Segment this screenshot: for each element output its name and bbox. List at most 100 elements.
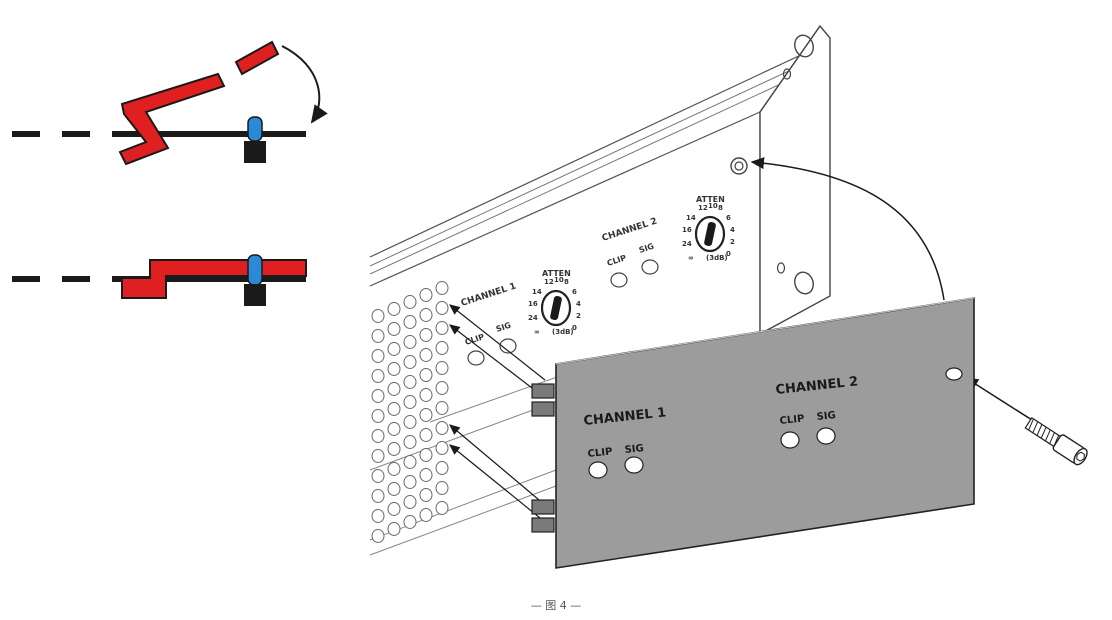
plate-channel-2-clip-label: CLIP xyxy=(779,413,805,427)
latch-open-icon xyxy=(12,40,328,166)
channel-2-tick-label: 14 xyxy=(686,214,696,222)
vent-hole xyxy=(419,428,433,442)
vent-hole xyxy=(419,348,433,362)
vent-hole xyxy=(403,375,417,389)
channel-2-tick-label: 8 xyxy=(718,204,723,212)
screw-thread-line xyxy=(1028,418,1034,431)
channel-2-knob-indicator xyxy=(704,221,716,247)
vent-hole xyxy=(371,509,385,523)
channel-1-tick-label: 8 xyxy=(564,278,569,286)
vent-hole xyxy=(435,421,449,435)
channel-2-tick-label: 24 xyxy=(682,240,692,248)
vent-hole xyxy=(371,389,385,403)
channel-2-tick-label: 16 xyxy=(682,226,692,234)
vent-hole xyxy=(387,502,401,516)
ventilation-grille xyxy=(371,281,449,543)
vent-hole xyxy=(403,415,417,429)
vent-hole xyxy=(435,341,449,355)
channel-2-tick-label: 12 xyxy=(698,204,708,212)
vent-hole xyxy=(435,401,449,415)
vent-hole xyxy=(371,369,385,383)
vent-hole xyxy=(387,342,401,356)
channel-1-tick-label: 12 xyxy=(544,278,554,286)
vent-hole xyxy=(403,315,417,329)
vent-hole xyxy=(435,321,449,335)
channel-1-tick-label: 24 xyxy=(528,314,538,322)
vent-hole xyxy=(371,469,385,483)
screw-thread-line xyxy=(1040,426,1047,439)
vent-hole xyxy=(435,281,449,295)
screw-thread-line xyxy=(1044,429,1051,442)
vent-hole xyxy=(403,295,417,309)
vent-hole xyxy=(371,529,385,543)
channel-2-tick-label: 2 xyxy=(730,238,735,246)
vent-hole xyxy=(403,395,417,409)
vent-hole xyxy=(387,382,401,396)
vent-hole xyxy=(435,301,449,315)
channel-1-tick-label: 4 xyxy=(576,300,581,308)
vent-hole xyxy=(371,329,385,343)
vent-hole xyxy=(419,508,433,522)
vent-hole xyxy=(387,402,401,416)
channel-2-tick-label: 10 xyxy=(708,202,718,210)
rear-channel-2-sig-label: SIG xyxy=(638,242,655,255)
vent-hole xyxy=(387,302,401,316)
channel-1-tick-label: 10 xyxy=(554,276,564,284)
vent-hole xyxy=(403,515,417,529)
vent-hole xyxy=(435,461,449,475)
vent-hole xyxy=(419,488,433,502)
channel-1-tick-label: (3dB) xyxy=(552,328,574,336)
channel-1-tick-label: 2 xyxy=(576,312,581,320)
vent-hole xyxy=(419,448,433,462)
latch-closed-icon xyxy=(12,254,307,306)
channel-1-tick-label: 16 xyxy=(528,300,538,308)
rear-channel-2-label: CHANNEL 2 xyxy=(601,217,659,244)
vent-hole xyxy=(403,435,417,449)
plate-channel-2-sig-label: SIG xyxy=(816,410,836,423)
vent-hole xyxy=(403,335,417,349)
vent-hole xyxy=(387,442,401,456)
rear-panel: CHANNEL 1 CLIP SIG CHANNEL 2 CLIP SIG AT… xyxy=(460,195,735,366)
vent-hole xyxy=(387,362,401,376)
vent-hole xyxy=(419,468,433,482)
vent-hole xyxy=(387,422,401,436)
plate-channel-1-clip-label: CLIP xyxy=(587,446,613,460)
vent-hole xyxy=(435,441,449,455)
vent-hole xyxy=(419,368,433,382)
vent-hole xyxy=(435,381,449,395)
vent-hole xyxy=(435,481,449,495)
cover-plate: CHANNEL 1 CLIP SIG CHANNEL 2 CLIP SIG xyxy=(531,297,975,569)
rear-channel-2-clip-label: CLIP xyxy=(606,253,628,268)
vent-hole xyxy=(371,309,385,323)
vent-hole xyxy=(403,355,417,369)
vent-hole xyxy=(387,322,401,336)
vent-hole xyxy=(419,288,433,302)
channel-2-tick-label: ∞ xyxy=(688,254,694,262)
channel-2-tick-label: (3dB) xyxy=(706,254,728,262)
screw-icon xyxy=(1024,417,1088,466)
channel-2-atten-label: ATTEN xyxy=(696,195,725,204)
cover-plate-tabs xyxy=(531,383,555,533)
vent-hole xyxy=(435,361,449,375)
screw-thread-line xyxy=(1036,424,1043,436)
channel-1-knob-indicator xyxy=(550,295,562,321)
vent-hole xyxy=(419,328,433,342)
vent-hole xyxy=(403,475,417,489)
vent-hole xyxy=(403,495,417,509)
channel-1-tick-label: 0 xyxy=(572,324,577,332)
vent-hole xyxy=(419,388,433,402)
plate-channel-1-sig-label: SIG xyxy=(624,443,644,456)
channel-2-tick-label: 0 xyxy=(726,250,731,258)
channel-2-tick-label: 6 xyxy=(726,214,731,222)
channel-1-tick-label: ∞ xyxy=(534,328,540,336)
channel-1-tick-label: 14 xyxy=(532,288,542,296)
vent-hole xyxy=(371,449,385,463)
vent-hole xyxy=(419,408,433,422)
vent-hole xyxy=(387,462,401,476)
vent-hole xyxy=(371,489,385,503)
channel-1-tick-label: 6 xyxy=(572,288,577,296)
channel-2-tick-label: 4 xyxy=(730,226,735,234)
